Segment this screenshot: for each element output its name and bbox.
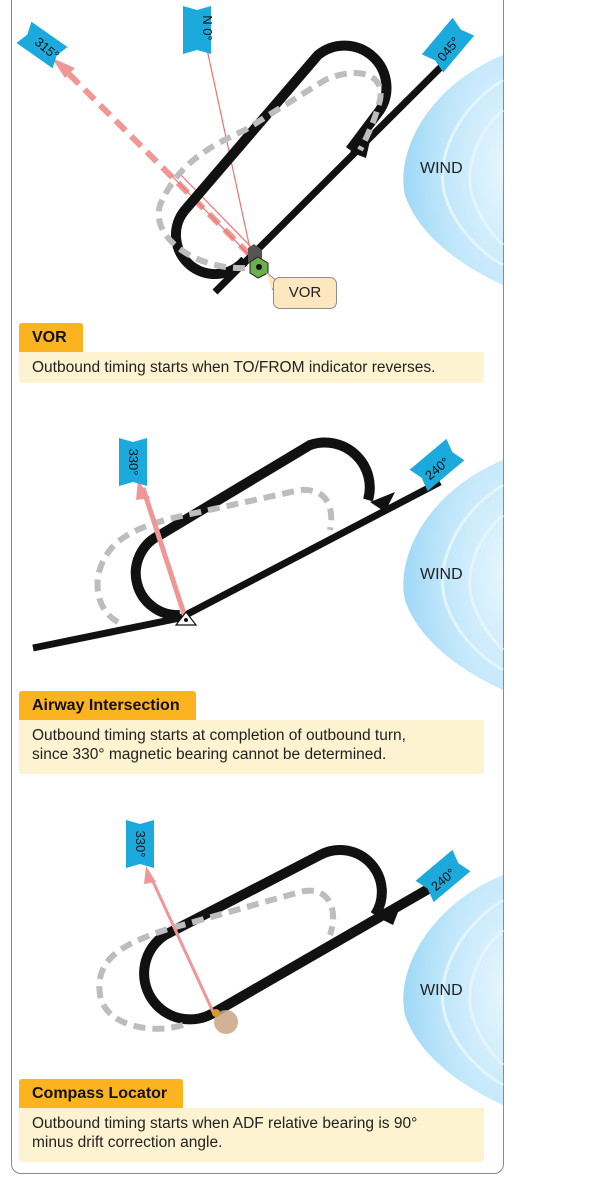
airway-intersection-title: Airway Intersection xyxy=(19,691,196,720)
flag-north-icon xyxy=(183,6,211,54)
holding-pattern-track xyxy=(139,845,433,1025)
vor-caption: Outbound timing starts when TO/FROM indi… xyxy=(19,352,484,383)
bearing-330-line xyxy=(140,487,189,621)
compass-locator-icon xyxy=(214,1010,238,1034)
compass-locator-caption: Outbound timing starts when ADF relative… xyxy=(19,1108,484,1162)
flag-315-icon xyxy=(16,21,68,69)
flag-330-label: 330° xyxy=(133,831,148,858)
holding-pattern-track xyxy=(130,437,375,621)
vor-title: VOR xyxy=(19,323,83,352)
locator-panel-graphic xyxy=(96,845,505,1105)
flag-045-icon xyxy=(421,17,475,73)
wind-label: WIND xyxy=(420,566,463,583)
airway-intersection-caption: Outbound timing starts at completion of … xyxy=(19,720,484,774)
caption-line: Outbound timing starts at completion of … xyxy=(32,727,406,744)
wind-area xyxy=(403,460,503,690)
diagram-frame xyxy=(11,0,504,1174)
flag-330-icon xyxy=(126,820,154,868)
flag-330-label: 330° xyxy=(126,449,141,476)
holding-pattern-track xyxy=(170,40,392,280)
caption-line: minus drift correction angle. xyxy=(32,1134,223,1151)
drift-track xyxy=(155,69,384,272)
vor-callout: VOR xyxy=(273,277,337,309)
wind-label: WIND xyxy=(420,982,463,999)
caption-line: Outbound timing starts when ADF relative… xyxy=(32,1115,418,1132)
flag-240-icon xyxy=(409,438,465,492)
wind-label: WIND xyxy=(420,160,463,177)
wind-area xyxy=(403,55,503,285)
compass-locator-title: Compass Locator xyxy=(19,1079,184,1108)
wind-area xyxy=(403,875,503,1105)
caption-line: Outbound timing starts when TO/FROM indi… xyxy=(32,359,436,376)
caption-line: since 330° magnetic bearing cannot be de… xyxy=(32,746,387,763)
flag-north-label: N 0° xyxy=(200,15,215,40)
drift-track xyxy=(94,486,335,625)
drift-track xyxy=(96,887,337,1032)
bearing-330-line xyxy=(148,874,216,1015)
intersection-panel-graphic xyxy=(32,437,505,690)
flag-330-icon xyxy=(119,438,147,486)
vor-panel-graphic xyxy=(52,39,505,295)
flag-240-icon xyxy=(415,849,471,903)
